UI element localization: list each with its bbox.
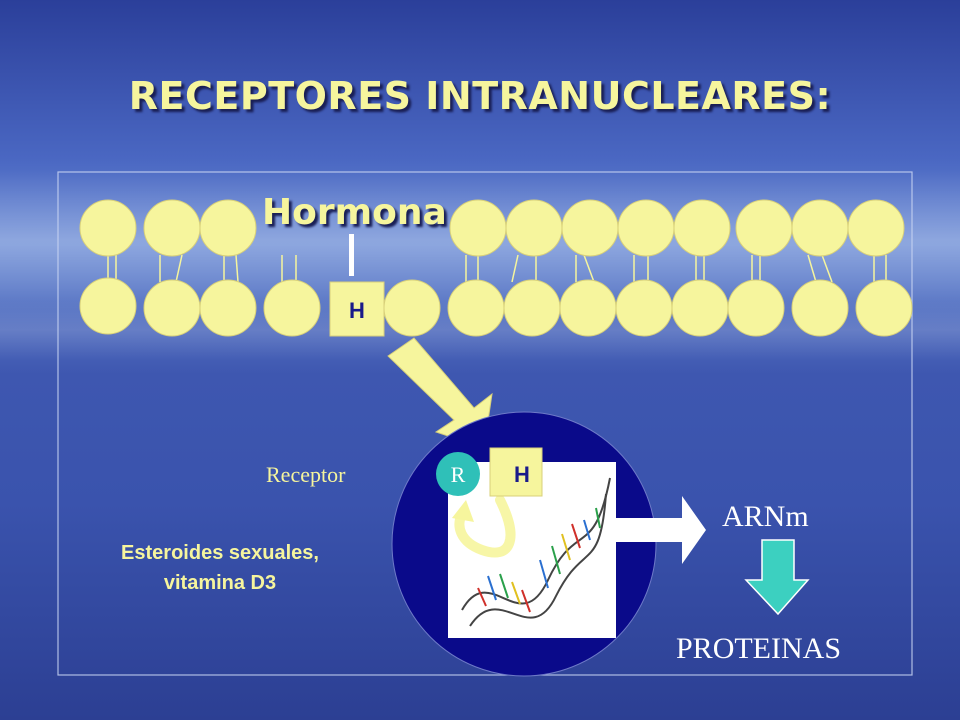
complex-hormone-box [489,447,543,497]
protein-label: PROTEINAS [676,632,842,665]
binding-curve-arrow [454,495,516,558]
membrane-bead [505,199,563,257]
membrane-bead [735,199,793,257]
dna-helix-icon [461,477,611,627]
receptor-label: Receptor [266,462,346,487]
membrane-bead [143,279,201,337]
membrane-bead [847,199,905,257]
membrane-bead [791,279,849,337]
examples-line-1: Esteroides sexuales, [121,542,319,564]
receptor-circle [436,452,480,496]
hormone-label: Hormona [262,192,447,233]
membrane-bead [199,279,257,337]
membrane-bead [199,199,257,257]
membrane-bead [503,279,561,337]
membrane-bead [143,199,201,257]
hormone-pointer-line [349,234,354,276]
membrane-bead [79,277,137,335]
membrane-bead [447,279,505,337]
mrna-label: ARNm [722,500,809,533]
membrane-bead [263,279,321,337]
membrane-bead [615,279,673,337]
translation-arrow [744,539,810,616]
membrane-bead [561,199,619,257]
membrane-bead [673,199,731,257]
examples-note: Esteroides sexuales, vitamina D3 [70,538,370,598]
membrane-bead [449,199,507,257]
membrane-bead [671,279,729,337]
membrane-bead [383,279,441,337]
hormone-box-label: H [349,298,365,323]
hormone-box [329,281,385,337]
slide-title: RECEPTORES INTRANUCLEARES: [128,74,832,118]
receptor-circle-label: R [451,462,466,487]
membrane-tails [107,254,887,283]
membrane-bead [727,279,785,337]
membrane-bead [79,199,137,257]
membrane-bead [855,279,913,337]
transcription-arrow [616,496,706,564]
binding-curve-arrowhead [452,500,474,522]
examples-line-2: vitamina D3 [163,572,277,594]
diagram-frame [57,171,913,676]
membrane-bead [617,199,675,257]
complex-hormone-box-label: H [514,462,530,487]
membrane-top-row [79,199,905,257]
membrane-bead [559,279,617,337]
membrane-bottom-row [79,277,913,337]
membrane-bead [791,199,849,257]
